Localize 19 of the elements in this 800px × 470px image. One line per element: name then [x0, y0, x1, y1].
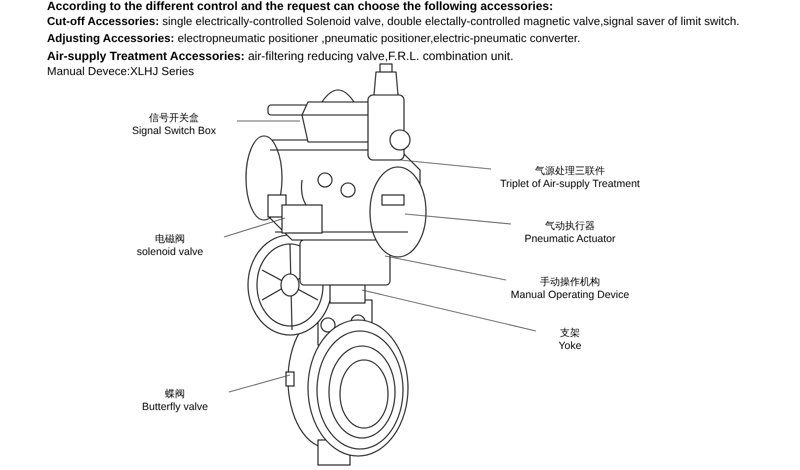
callout-label: 蝶阀 Butterfly valve [125, 388, 225, 414]
leader-line [362, 290, 536, 332]
callout-label: 气动执行器 Pneumatic Actuator [515, 220, 625, 246]
callout-label: 电磁阀 solenoid valve [120, 233, 220, 259]
callout-label: 支架 Yoke [540, 327, 600, 353]
heading: According to the different control and the request can choose the following accessories: [47, 0, 554, 13]
note-text: Adjusting Accessories: electropneumatic positioner ,pneumatic positioner,electric-pneumatic converter. [47, 33, 580, 45]
callout-label: 手动操作机构 Manual Operating Device [510, 276, 630, 302]
callout-label: 气源处理三联件 Triplet of Air-supply Treatment [495, 165, 645, 191]
leader-line [384, 256, 506, 280]
leader-line [400, 160, 492, 170]
leader-line [228, 374, 290, 392]
leader-line [224, 218, 286, 238]
note-text: Manual Devece:XLHJ Series [47, 66, 194, 78]
callout-label: 信号开关盒 Signal Switch Box [115, 112, 233, 138]
note-text: Air-supply Treatment Accessories: air-filtering reducing valve,F.R.L. combination unit. [47, 49, 514, 63]
note-text: Cut-off Accessories: single electrically-controlled Solenoid valve, double electally-controlled magnetic valve,signal saver of limit switch. [47, 16, 740, 28]
leader-line [236, 120, 300, 122]
leader-line [404, 214, 512, 224]
